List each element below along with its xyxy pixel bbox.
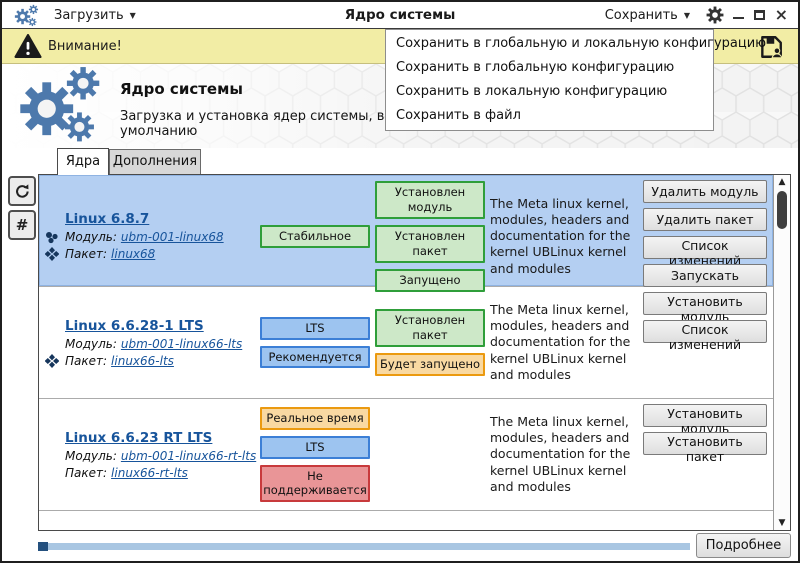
- page-title: Ядро системы: [120, 80, 243, 98]
- action-buttons: Удалить модуль Удалить пакет Список изме…: [643, 175, 769, 298]
- kernel-gears-icon: [20, 67, 100, 142]
- package-icon: [45, 247, 59, 262]
- status-badge: Стабильное: [260, 224, 370, 248]
- status-badge: Установлен пакет: [375, 224, 485, 263]
- progress-value: [38, 542, 48, 551]
- badge-column-2: Установлен пакет Будет запущено: [375, 287, 485, 398]
- status-badge: Запущено: [375, 268, 485, 292]
- changelog-button[interactable]: Список изменений: [643, 320, 767, 352]
- action-buttons: Установить модуль Установить пакет: [643, 399, 769, 510]
- kernel-name-link[interactable]: Linux 6.6.23 RT LTS: [65, 429, 213, 446]
- module-label: Модуль:: [65, 336, 117, 351]
- module-link[interactable]: ubm-001-linux66-rt-lts: [120, 448, 257, 463]
- save-menu-button[interactable]: Сохранить ▼: [605, 2, 690, 28]
- scroll-down-icon[interactable]: ▼: [778, 518, 786, 528]
- tab-kernels[interactable]: Ядра: [57, 148, 109, 175]
- kernel-name-link[interactable]: Linux 6.8.7: [65, 211, 150, 228]
- kernel-name-link[interactable]: Linux 6.6.28-1 LTS: [65, 317, 204, 334]
- kernel-description: The Meta linux kernel, modules, headers …: [490, 413, 631, 494]
- details-button[interactable]: Подробнее: [696, 533, 791, 558]
- refresh-icon: [15, 183, 29, 198]
- badge-column-1: LTS Рекомендуется: [260, 287, 370, 398]
- changelog-button[interactable]: Список изменений: [643, 236, 767, 268]
- kernel-row-linux687[interactable]: Linux 6.8.7 Модуль: ubm-001-linux68 Паке…: [39, 175, 773, 292]
- warning-text: Внимание!: [48, 39, 122, 54]
- kernel-list: Linux 6.8.7 Модуль: ubm-001-linux68 Паке…: [38, 174, 791, 531]
- module-label: Модуль:: [65, 448, 117, 463]
- menu-item-save-global-local[interactable]: Сохранить в глобальную и локальную конфи…: [396, 36, 767, 51]
- hash-label: #: [15, 216, 29, 234]
- package-icon: [45, 353, 59, 368]
- title-bar: Загрузить ▼ Ядро системы Сохранить ▼ ×: [2, 2, 798, 29]
- set-boot-button[interactable]: Запускать: [643, 264, 767, 287]
- kernel-info: Linux 6.8.7 Модуль: ubm-001-linux68 Паке…: [43, 175, 255, 298]
- action-buttons: Установить модуль Список изменений: [643, 287, 769, 398]
- save-dropdown-menu: Сохранить в глобальную и локальную конфи…: [385, 29, 767, 131]
- menu-item-save-global[interactable]: Сохранить в глобальную конфигурацию: [396, 60, 675, 75]
- warning-triangle-icon: [14, 34, 42, 58]
- kernel-info: Linux 6.6.28-1 LTS Модуль: ubm-001-linux…: [43, 287, 255, 398]
- settings-gear-icon[interactable]: [706, 6, 724, 24]
- package-link[interactable]: linux66-lts: [111, 353, 174, 368]
- status-badge: Установлен модуль: [375, 181, 485, 219]
- status-badge: Установлен пакет: [375, 309, 485, 347]
- module-icon: [46, 231, 58, 243]
- window-controls: ×: [732, 2, 788, 28]
- status-badge: Будет запущено: [375, 352, 485, 376]
- load-menu-label: Загрузить: [54, 7, 124, 23]
- package-label: Пакет:: [65, 353, 108, 368]
- kernel-info: Linux 6.6.23 RT LTS Модуль: ubm-001-linu…: [43, 399, 257, 510]
- kernel-description: The Meta linux kernel, modules, headers …: [490, 195, 631, 276]
- package-label: Пакет:: [65, 465, 108, 480]
- package-link[interactable]: linux66-rt-lts: [111, 465, 188, 480]
- chevron-down-icon: ▼: [129, 10, 136, 20]
- badge-column-2: Установлен модуль Установлен пакет Запущ…: [375, 175, 485, 298]
- status-badge: LTS: [260, 316, 370, 340]
- kernel-description: The Meta linux kernel, modules, headers …: [490, 301, 631, 382]
- package-label: Пакет:: [65, 247, 108, 262]
- refresh-button[interactable]: [8, 176, 36, 206]
- package-link[interactable]: linux68: [111, 247, 156, 262]
- module-link[interactable]: ubm-001-linux66-lts: [120, 336, 243, 351]
- maximize-button[interactable]: [753, 10, 765, 20]
- install-module-button[interactable]: Установить модуль: [643, 292, 767, 324]
- close-button[interactable]: ×: [774, 5, 788, 24]
- save-menu-label: Сохранить: [604, 7, 678, 23]
- progress-bar: [38, 542, 690, 551]
- status-badge: LTS: [260, 435, 370, 459]
- badge-column-1: Реальное время LTS Не поддерживается: [260, 399, 370, 510]
- window-title: Ядро системы: [344, 7, 456, 23]
- delete-module-button[interactable]: Удалить модуль: [643, 180, 767, 203]
- vertical-scrollbar[interactable]: ▲ ▼: [773, 175, 790, 530]
- status-badge: Реальное время: [260, 406, 370, 430]
- menu-item-save-local[interactable]: Сохранить в локальную конфигурацию: [396, 84, 668, 99]
- save-config-user-icon[interactable]: [758, 34, 784, 60]
- kernel-row-linux66lts[interactable]: Linux 6.6.28-1 LTS Модуль: ubm-001-linux…: [39, 287, 773, 399]
- tab-addons[interactable]: Дополнения: [109, 149, 201, 174]
- app-gears-icon: [14, 4, 39, 27]
- delete-package-button[interactable]: Удалить пакет: [643, 208, 767, 231]
- install-package-button[interactable]: Установить пакет: [643, 432, 767, 464]
- badge-column-1: Стабильное: [260, 175, 370, 298]
- scroll-up-icon[interactable]: ▲: [778, 177, 786, 187]
- hash-button[interactable]: #: [8, 210, 36, 240]
- kernel-row-linux66rtlts[interactable]: Linux 6.6.23 RT LTS Модуль: ubm-001-linu…: [39, 399, 773, 511]
- install-module-button[interactable]: Установить модуль: [643, 404, 767, 436]
- status-badge: Рекомендуется: [260, 345, 370, 369]
- badge-column-2: [375, 399, 485, 510]
- scrollbar-thumb[interactable]: [777, 191, 787, 229]
- chevron-down-icon: ▼: [683, 10, 690, 20]
- kernel-rows: Linux 6.8.7 Модуль: ubm-001-linux68 Паке…: [39, 175, 773, 530]
- menu-item-save-file[interactable]: Сохранить в файл: [396, 108, 521, 123]
- minimize-button[interactable]: [732, 17, 744, 19]
- status-badge: Не поддерживается: [260, 464, 370, 503]
- module-label: Модуль:: [65, 230, 117, 245]
- load-menu-button[interactable]: Загрузить ▼: [54, 2, 136, 28]
- module-link[interactable]: ubm-001-linux68: [120, 230, 224, 245]
